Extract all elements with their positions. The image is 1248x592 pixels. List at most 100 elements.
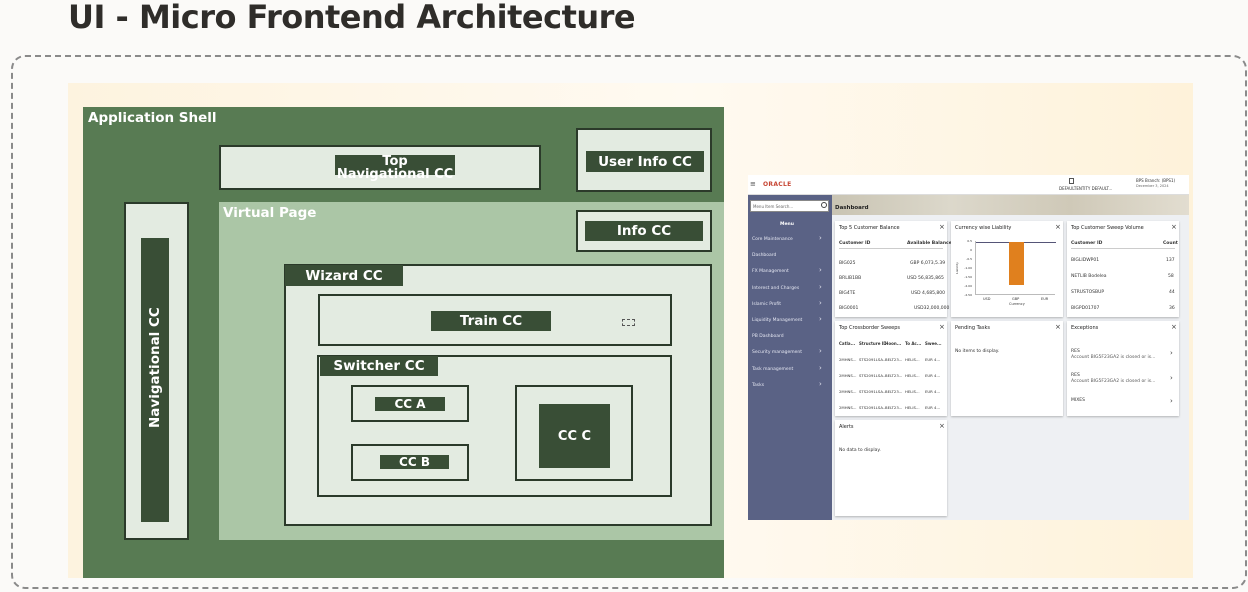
table-cell: 36: [1169, 306, 1175, 311]
col-header: Catla...: [839, 341, 856, 346]
card-title: Top Customer Sweep Volume: [1071, 225, 1144, 231]
chart-ytick: -2.00: [964, 284, 972, 288]
close-icon[interactable]: ×: [1171, 323, 1177, 331]
table-cell: HELIS...: [905, 389, 920, 394]
chart-ytick: -2.50: [964, 293, 972, 297]
menu-item-label: FX Management: [752, 269, 789, 275]
dashboard-heading: Dashboard: [835, 205, 869, 211]
menu-item[interactable]: Tasks›: [748, 380, 832, 394]
table-cell: BIGPD01707: [1071, 306, 1100, 311]
menu-item[interactable]: Security management›: [748, 347, 832, 361]
table-cell: STS2091LSA...: [859, 389, 887, 394]
close-icon[interactable]: ×: [1171, 223, 1177, 231]
card-title: Currency wise Liability: [955, 225, 1012, 231]
table-cell: STRUSTOSBUP: [1071, 290, 1105, 295]
close-icon[interactable]: ×: [1055, 223, 1061, 231]
menu-item[interactable]: Interest and Charges ›: [748, 283, 832, 297]
col-header: Hoon...: [885, 341, 902, 346]
table-cell: EUR 4...: [925, 357, 941, 362]
chevron-right-icon: ›: [819, 363, 822, 372]
menu-item[interactable]: FX Management›: [748, 266, 832, 280]
divider: [1071, 248, 1175, 249]
menu-item-label: Task management: [752, 366, 794, 372]
table-cell: STS2091LSA...: [859, 405, 887, 410]
empty-message: No data to display.: [839, 448, 881, 453]
close-icon[interactable]: ×: [939, 323, 945, 331]
menu-item[interactable]: Dashboard: [748, 250, 832, 264]
menu-item-label: Islamic Profit: [752, 301, 781, 307]
table-cell: BIG4TE: [839, 291, 856, 296]
card-crossborder-sweeps: Top Crossborder Sweeps × Catla...Structu…: [835, 321, 947, 416]
table-cell: HELIS...: [905, 357, 920, 362]
chevron-right-icon[interactable]: ›: [1170, 397, 1173, 405]
header-entity: DEFAULTENTITY DEFAULT...: [1059, 186, 1113, 191]
document-icon[interactable]: [1069, 178, 1074, 184]
table-cell: USD 56,835,865: [907, 276, 944, 281]
card-title: Pending Tasks: [955, 325, 990, 331]
table-cell: EUR 4...: [925, 389, 941, 394]
exception-code: RES: [1071, 349, 1080, 354]
header-date: December 3, 2024: [1136, 184, 1169, 188]
menu-item-label: Security management: [752, 350, 803, 356]
dashed-frame: [11, 55, 1247, 589]
chevron-right-icon: ›: [819, 298, 822, 307]
table-cell: HELIS...: [905, 373, 920, 378]
menu-search-input[interactable]: Menu Item Search...: [750, 200, 829, 212]
train-dotted-marker: [622, 319, 635, 326]
chart-bar-gbp: [1009, 242, 1024, 285]
table-cell: EUR 4...: [925, 405, 941, 410]
chevron-right-icon: ›: [819, 282, 822, 291]
card-exceptions: Exceptions × RES Account BIG5F23GA2 is c…: [1067, 321, 1179, 416]
top-nav-label: Top Navigational CC: [335, 154, 455, 182]
chart-xtick: EUR: [1041, 297, 1049, 301]
table-cell: 137: [1166, 258, 1175, 263]
exception-text: Account BIG5F23GA2 is closed or is...: [1071, 379, 1156, 384]
exception-code: MIXES: [1071, 398, 1085, 403]
col-header: Available Balance: [907, 241, 952, 246]
chart-ytick: -1.50: [964, 275, 972, 279]
close-icon[interactable]: ×: [939, 223, 945, 231]
menu-item[interactable]: Islamic Profit ›: [748, 299, 832, 313]
menu-item[interactable]: Core Maintenance›: [748, 234, 832, 248]
table-cell: 2MHNS...: [839, 357, 857, 362]
chevron-right-icon: ›: [819, 315, 822, 323]
menu-item-label: Interest and Charges: [752, 285, 800, 291]
chevron-right-icon[interactable]: ›: [1170, 374, 1173, 382]
close-icon[interactable]: ×: [939, 422, 945, 430]
chart-ytick: -1.00: [964, 266, 972, 270]
menu-item[interactable]: PB Dashboard: [748, 331, 832, 345]
app-screenshot: ≡ ORACLE DEFAULTENTITY DEFAULT... BPS Br…: [748, 175, 1189, 520]
search-icon[interactable]: [821, 202, 827, 208]
table-cell: 44: [1169, 290, 1175, 295]
menu-item[interactable]: Liquidity Management›: [748, 315, 832, 329]
card-title: Exceptions: [1071, 325, 1099, 331]
card-top5-balance: Top 5 Customer Balance × Customer ID Ava…: [835, 221, 952, 317]
chart-plot-area: [975, 241, 1056, 295]
user-info-label: User Info CC: [586, 151, 704, 172]
card-title: Alerts: [839, 424, 854, 430]
close-icon[interactable]: ×: [1055, 323, 1061, 331]
table-cell: 58: [1168, 274, 1174, 279]
map-banner: [832, 195, 1189, 215]
menu-search-placeholder: Menu Item Search...: [753, 204, 794, 209]
card-title: Top Crossborder Sweeps: [839, 325, 901, 331]
hamburger-icon[interactable]: ≡: [750, 180, 756, 188]
chevron-right-icon[interactable]: ›: [1170, 349, 1173, 357]
card-title: Top 5 Customer Balance: [839, 225, 900, 231]
table-cell: STS2091LSA...: [859, 357, 887, 362]
navigational-label: Navigational CC: [147, 307, 163, 428]
application-shell-label: Application Shell: [88, 110, 217, 126]
header-user: BPS Branch: (BPS1): [1136, 178, 1176, 183]
col-header: Swee...: [925, 341, 942, 346]
divider: [839, 248, 943, 249]
menu-item[interactable]: Task management ›: [748, 364, 832, 378]
col-header: Count: [1163, 241, 1178, 246]
card-sweep-volume: Top Customer Sweep Volume × Customer ID …: [1067, 221, 1179, 317]
col-header: Customer ID: [1071, 241, 1103, 246]
col-header: Customer ID: [839, 241, 871, 246]
navigational-fill: [141, 238, 169, 522]
cc-a-label: CC A: [375, 397, 445, 411]
